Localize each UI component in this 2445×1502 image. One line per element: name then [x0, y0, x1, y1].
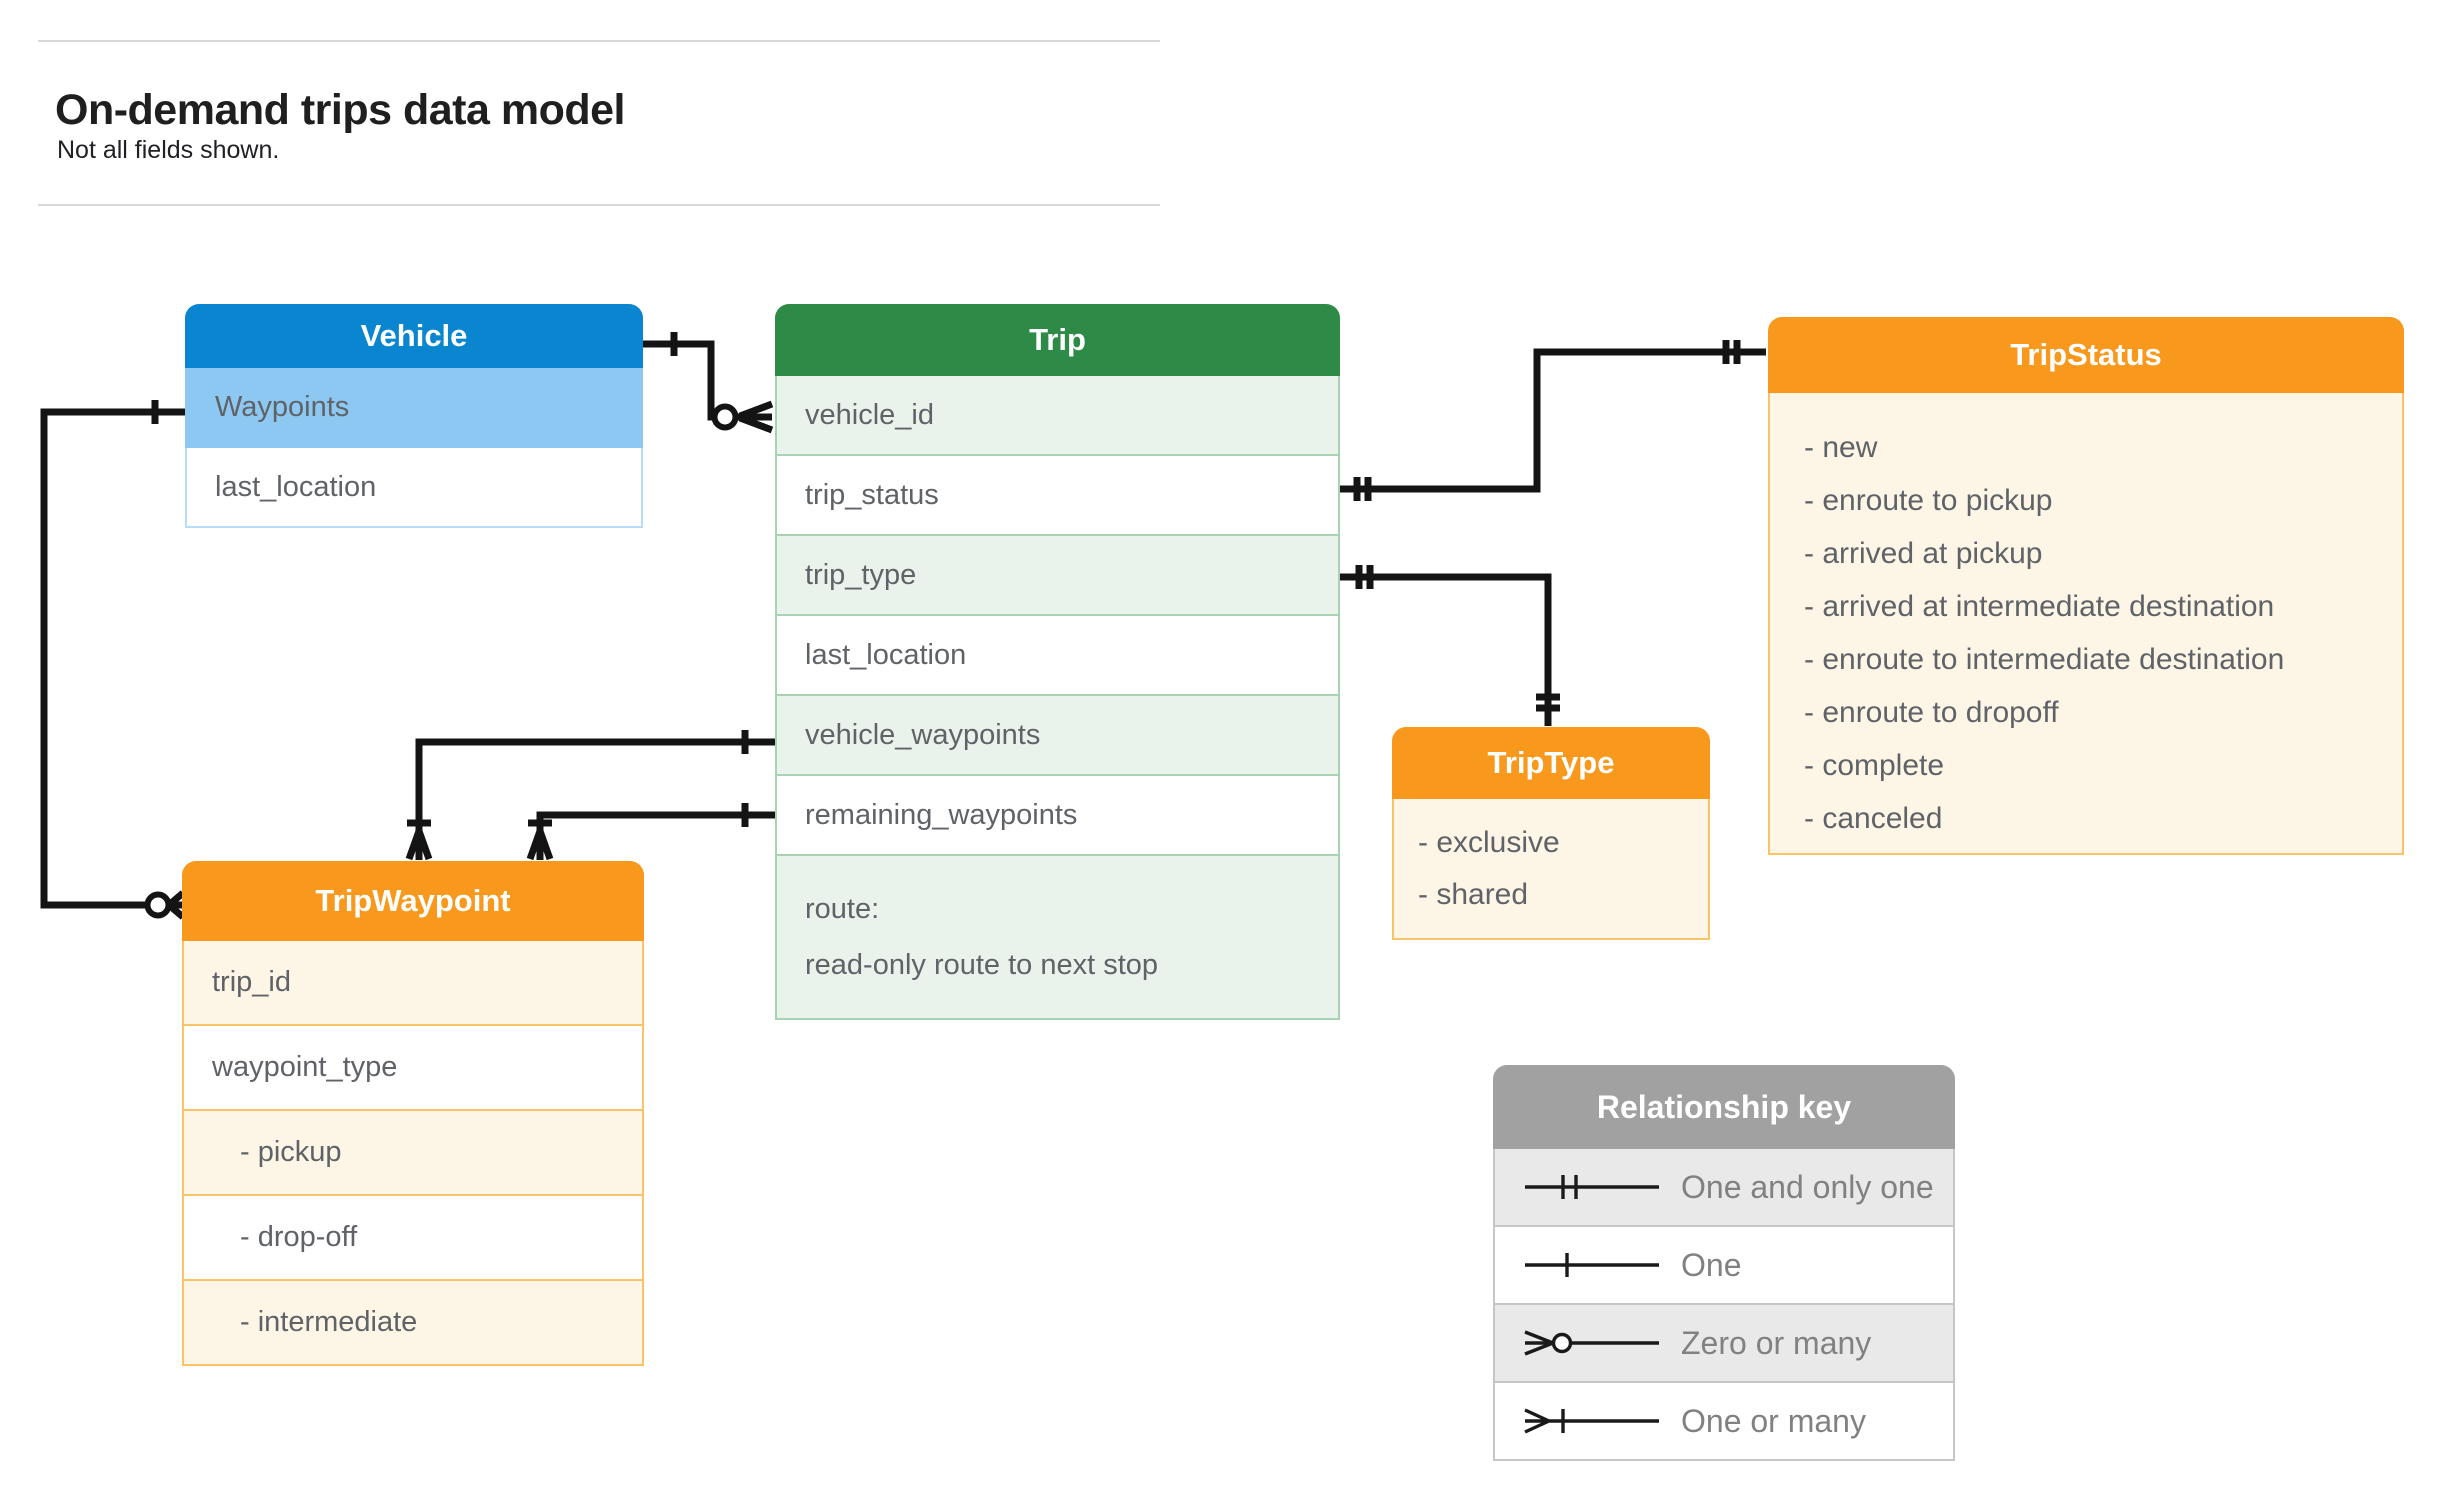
route-label-line1: route: — [805, 893, 880, 925]
field-label: - intermediate — [240, 1306, 418, 1338]
legend-row-one: One — [1493, 1227, 1955, 1305]
vehicle-field-waypoints: Waypoints — [185, 368, 643, 448]
page-subtitle: Not all fields shown. — [57, 136, 280, 164]
enum-value: - canceled — [1804, 802, 1943, 835]
entity-tripstatus-header: TripStatus — [1768, 317, 2404, 393]
tripwaypoint-value-intermediate: - intermediate — [182, 1281, 644, 1366]
trip-field-remaining-waypoints: remaining_waypoints — [775, 776, 1340, 856]
tripstatus-values: - new - enroute to pickup - arrived at p… — [1768, 393, 2404, 855]
vehicle-field-last-location: last_location — [185, 448, 643, 528]
entity-trip: Trip vehicle_id trip_status trip_type la… — [775, 304, 1340, 1020]
trip-field-last-location: last_location — [775, 616, 1340, 696]
enum-value: - enroute to dropoff — [1804, 696, 2059, 729]
relationship-key: Relationship key One and only one One Ze… — [1493, 1065, 1955, 1461]
connector-trip-type-to-triptype — [1340, 565, 1560, 726]
one-icon — [1525, 1253, 1659, 1277]
enum-value: - exclusive — [1418, 826, 1560, 859]
entity-triptype-header: TripType — [1392, 727, 1710, 799]
enum-value: - arrived at intermediate destination — [1804, 590, 2275, 623]
tripwaypoint-value-drop-off: - drop-off — [182, 1196, 644, 1281]
entity-tripwaypoint-header: TripWaypoint — [182, 861, 644, 941]
title-divider-bottom — [38, 204, 1160, 206]
field-label: - drop-off — [240, 1221, 358, 1253]
trip-field-vehicle-waypoints: vehicle_waypoints — [775, 696, 1340, 776]
entity-tripwaypoint-title: TripWaypoint — [315, 883, 511, 918]
field-label: remaining_waypoints — [805, 798, 1078, 831]
legend-label: Zero or many — [1681, 1324, 1872, 1361]
entity-tripwaypoint: TripWaypoint trip_id waypoint_type - pic… — [182, 861, 644, 1366]
one-and-only-one-icon — [1525, 1175, 1659, 1199]
field-label: vehicle_waypoints — [805, 718, 1041, 751]
enum-value: - enroute to pickup — [1804, 484, 2053, 517]
tripwaypoint-field-waypoint-type: waypoint_type — [182, 1026, 644, 1111]
field-label: - pickup — [240, 1136, 342, 1168]
trip-field-trip-type: trip_type — [775, 536, 1340, 616]
field-label: vehicle_id — [805, 398, 934, 431]
entity-vehicle: Vehicle Waypoints last_location — [185, 304, 643, 528]
title-divider-top — [38, 40, 1160, 42]
route-label-line2: read-only route to next stop — [805, 949, 1159, 981]
enum-value: - arrived at pickup — [1804, 537, 2043, 570]
zero-or-many-icon — [1524, 1330, 1659, 1356]
field-label: trip_status — [805, 478, 939, 511]
legend-label: One and only one — [1681, 1168, 1934, 1205]
field-label: last_location — [215, 470, 377, 503]
legend-row-one-and-only-one: One and only one — [1493, 1149, 1955, 1227]
legend-label: One or many — [1681, 1402, 1866, 1439]
entity-trip-header: Trip — [775, 304, 1340, 376]
field-label: trip_type — [805, 558, 917, 591]
enum-value: - new — [1804, 431, 1878, 464]
enum-value: - complete — [1804, 749, 1945, 782]
trip-field-route: route: read-only route to next stop — [775, 856, 1340, 1020]
connector-remaining-waypoints-field-to-tripwaypoint — [526, 803, 775, 861]
legend-label: One — [1681, 1246, 1742, 1283]
relationship-key-title: Relationship key — [1596, 1088, 1852, 1125]
enum-value: - shared — [1418, 878, 1529, 911]
legend-row-zero-or-many: Zero or many — [1493, 1305, 1955, 1383]
trip-field-vehicle-id: vehicle_id — [775, 376, 1340, 456]
field-label: Waypoints — [215, 390, 350, 423]
entity-vehicle-title: Vehicle — [360, 318, 468, 353]
field-label: trip_id — [212, 966, 291, 998]
entity-triptype-title: TripType — [1487, 745, 1615, 780]
tripwaypoint-field-trip-id: trip_id — [182, 941, 644, 1026]
tripwaypoint-value-pickup: - pickup — [182, 1111, 644, 1196]
connector-vehicle-waypoints-field-to-tripwaypoint — [405, 730, 775, 861]
field-label: last_location — [805, 638, 967, 671]
connector-vehicle-waypoints-to-tripwaypoint — [40, 400, 186, 920]
entity-tripstatus-title: TripStatus — [2010, 337, 2162, 372]
legend-row-one-or-many: One or many — [1493, 1383, 1955, 1461]
entity-vehicle-header: Vehicle — [185, 304, 643, 368]
enum-value: - enroute to intermediate destination — [1804, 643, 2285, 676]
connector-trip-status-to-tripstatus — [1340, 340, 1766, 501]
field-label: waypoint_type — [212, 1051, 398, 1083]
relationship-key-header: Relationship key — [1493, 1065, 1955, 1149]
trip-field-trip-status: trip_status — [775, 456, 1340, 536]
entity-triptype: TripType - exclusive - shared — [1392, 727, 1710, 940]
page-title: On-demand trips data model — [55, 86, 625, 134]
entity-trip-title: Trip — [1029, 322, 1086, 357]
connector-vehicle-to-trip — [643, 332, 774, 434]
triptype-values: - exclusive - shared — [1392, 799, 1710, 940]
one-or-many-icon — [1524, 1408, 1659, 1434]
entity-tripstatus: TripStatus - new - enroute to pickup - a… — [1768, 317, 2404, 855]
